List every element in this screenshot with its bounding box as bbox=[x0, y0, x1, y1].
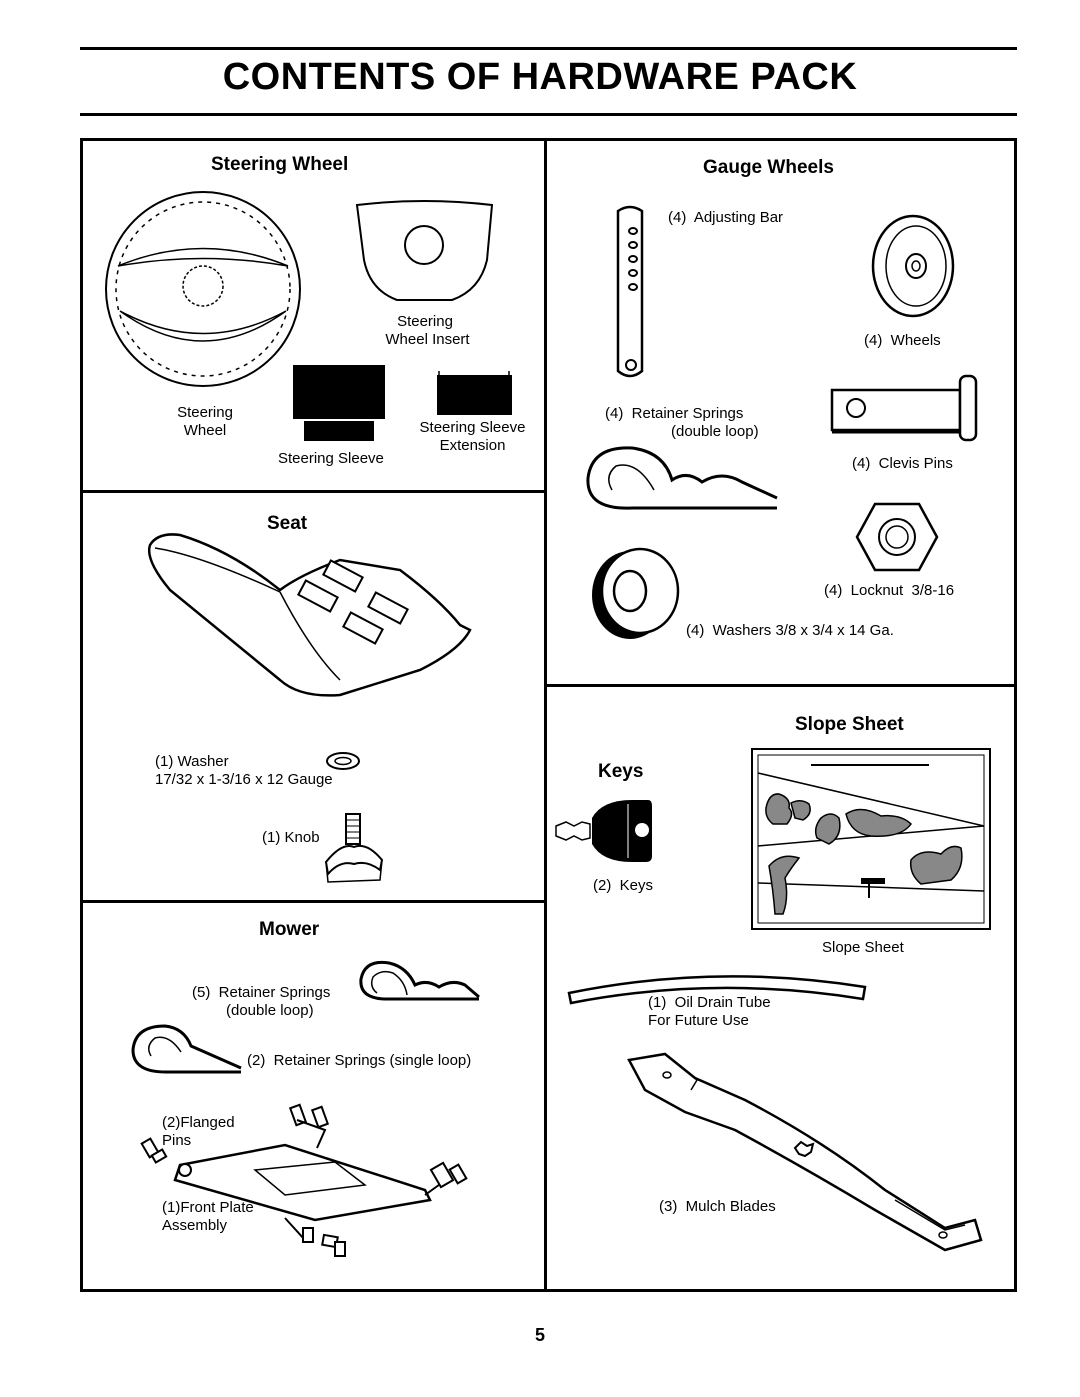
mower-front-plate-illustration bbox=[140, 1103, 468, 1257]
steering-sleeve-extension-label-1: Steering Sleeve bbox=[419, 419, 526, 436]
retainer-springs-label-1: (4) Retainer Springs bbox=[605, 405, 744, 422]
slope-sheet-illustration bbox=[751, 748, 991, 930]
steering-wheel-heading: Steering Wheel bbox=[211, 154, 349, 175]
gauge-wheel-illustration bbox=[871, 214, 955, 318]
steering-wheel-label-2: Wheel bbox=[183, 422, 227, 439]
gauge-wheels-heading: Gauge Wheels bbox=[703, 157, 834, 178]
seat-illustration bbox=[147, 533, 472, 697]
mulch-blades-label: (3) Mulch Blades bbox=[659, 1198, 776, 1215]
slope-keys-section bbox=[544, 684, 1017, 1292]
mower-heading: Mower bbox=[259, 919, 320, 940]
clevis-pin-illustration bbox=[830, 374, 978, 442]
washers-label: (4) Washers 3/8 x 3/4 x 14 Ga. bbox=[686, 622, 894, 639]
steering-wheel-illustration bbox=[105, 191, 301, 387]
seat-knob-label: (1) Knob bbox=[262, 829, 320, 846]
mower-springs-single-label: (2) Retainer Springs (single loop) bbox=[247, 1052, 472, 1069]
steering-sleeve-label: Steering Sleeve bbox=[278, 450, 384, 467]
steering-sleeve-extension-label-2: Extension bbox=[439, 437, 506, 454]
mower-front-plate-label-1: (1)Front Plate bbox=[162, 1199, 254, 1216]
clevis-pins-label: (4) Clevis Pins bbox=[852, 455, 953, 472]
mower-flanged-pins-label-2: Pins bbox=[162, 1132, 192, 1149]
seat-knob-illustration bbox=[324, 813, 384, 883]
title-underline bbox=[80, 113, 1017, 116]
mower-retainer-spring-single-illustration bbox=[131, 1024, 242, 1074]
page-title: CONTENTS OF HARDWARE PACK bbox=[222, 56, 858, 98]
slope-sheet-heading: Slope Sheet bbox=[795, 714, 904, 735]
steering-wheel-insert-label-1: Steering bbox=[397, 313, 453, 330]
mower-retainer-spring-double-illustration bbox=[359, 960, 480, 1001]
adjusting-bar-illustration bbox=[616, 205, 644, 378]
key-illustration bbox=[555, 800, 652, 862]
page-number: 5 bbox=[534, 1325, 545, 1345]
mower-springs-double-label-1: (5) Retainer Springs bbox=[192, 984, 331, 1001]
steering-wheel-insert-illustration bbox=[355, 200, 494, 301]
oil-drain-tube-illustration bbox=[567, 975, 867, 1005]
steering-wheel-insert-label-2: Wheel Insert bbox=[385, 331, 470, 348]
locknut-illustration bbox=[855, 502, 939, 572]
slope-sheet-label: Slope Sheet bbox=[822, 939, 904, 956]
gauge-wheels-label: (4) Wheels bbox=[864, 332, 941, 349]
gauge-retainer-spring-illustration bbox=[586, 446, 778, 510]
oil-drain-tube-label-2: For Future Use bbox=[648, 1012, 749, 1029]
mower-springs-double-label-2: (double loop) bbox=[226, 1002, 314, 1019]
adjusting-bar-label: (4) Adjusting Bar bbox=[668, 209, 784, 226]
mower-flanged-pins-label-1: (2)Flanged bbox=[162, 1114, 235, 1131]
retainer-springs-label-2: (double loop) bbox=[671, 423, 759, 440]
locknut-label: (4) Locknut 3/8-16 bbox=[824, 582, 955, 599]
top-rule bbox=[80, 47, 1017, 50]
keys-heading: Keys bbox=[598, 761, 644, 782]
mulch-blade-illustration bbox=[627, 1052, 983, 1252]
steering-sleeve-extension-illustration bbox=[437, 371, 512, 415]
seat-washer-label-2: 17/32 x 1-3/16 x 12 Gauge bbox=[155, 771, 333, 788]
steering-sleeve-illustration bbox=[293, 365, 385, 441]
seat-washer-label-1: (1) Washer bbox=[155, 753, 229, 770]
mower-front-plate-label-2: Assembly bbox=[162, 1217, 228, 1234]
steering-wheel-label-1: Steering bbox=[177, 404, 233, 421]
oil-drain-tube-label-1: (1) Oil Drain Tube bbox=[648, 994, 771, 1011]
seat-washer-illustration bbox=[326, 752, 360, 770]
seat-heading: Seat bbox=[267, 513, 308, 534]
washer-illustration bbox=[592, 547, 680, 639]
keys-label: (2) Keys bbox=[593, 877, 654, 894]
